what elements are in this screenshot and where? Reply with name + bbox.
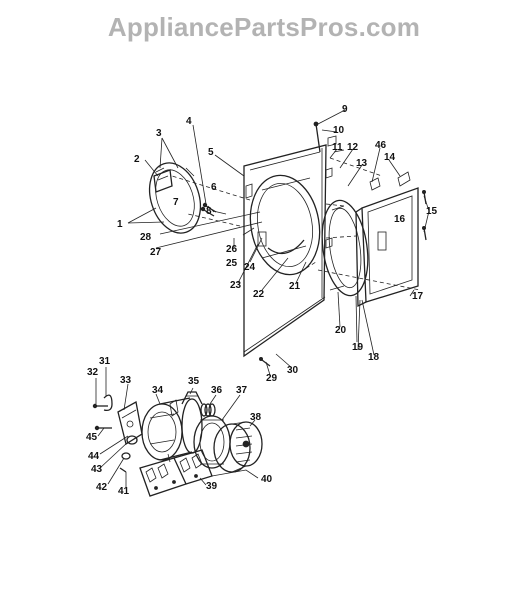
callout-20: 20 [335, 325, 347, 336]
callout-7: 7 [173, 197, 179, 208]
callout-19: 19 [352, 342, 364, 353]
coil-spring [200, 403, 216, 417]
callout-14: 14 [384, 152, 396, 163]
leader-lines-top [127, 109, 430, 376]
callout-8: 8 [206, 206, 212, 217]
callout-29: 29 [266, 373, 278, 384]
callout-38: 38 [250, 412, 262, 423]
motor-switch [139, 449, 213, 497]
base-screw [258, 356, 271, 367]
motor-screws [92, 403, 112, 431]
callout-21: 21 [289, 281, 301, 292]
callout-42: 42 [96, 482, 108, 493]
callout-27: 27 [150, 247, 162, 258]
leader-lines-bottom [95, 367, 259, 488]
callout-35: 35 [188, 376, 200, 387]
hinge-hardware [313, 121, 411, 191]
assembly-lines [171, 157, 421, 291]
callout-31: 31 [99, 356, 111, 367]
callout-40: 40 [261, 474, 273, 485]
watermark-text: AppliancePartsPros.com [107, 12, 421, 42]
callout-13: 13 [356, 158, 368, 169]
drum-seal-ring [148, 162, 202, 234]
callout-10: 10 [333, 125, 345, 136]
callout-3: 3 [156, 128, 162, 139]
callout-25: 25 [226, 258, 238, 269]
callout-32: 32 [87, 367, 99, 378]
felt-pad [153, 169, 173, 193]
callout-22: 22 [253, 289, 265, 300]
callout-2: 2 [134, 154, 140, 165]
callout-1: 1 [117, 219, 123, 230]
callout-16: 16 [394, 214, 406, 225]
callout-11: 11 [332, 142, 343, 153]
callout-5: 5 [208, 147, 214, 158]
callout-12: 12 [347, 142, 359, 153]
callout-37: 37 [236, 385, 248, 396]
callout-17: 17 [412, 291, 424, 302]
callout-34: 34 [152, 385, 164, 396]
clip [103, 394, 113, 412]
callout-24: 24 [244, 262, 256, 273]
callout-30: 30 [287, 365, 299, 376]
callout-6: 6 [211, 182, 217, 193]
callout-43: 43 [91, 464, 103, 475]
blower-wheel [213, 421, 263, 473]
callout-46: 46 [375, 140, 387, 151]
callout-9: 9 [342, 104, 348, 115]
callout-18: 18 [368, 352, 380, 363]
callout-44: 44 [88, 451, 100, 462]
callout-33: 33 [120, 375, 132, 386]
callout-39: 39 [206, 481, 218, 492]
callout-41: 41 [118, 486, 130, 497]
front-panel [243, 144, 333, 358]
callout-4: 4 [186, 116, 192, 127]
callout-23: 23 [230, 280, 242, 291]
idler-spring [181, 391, 203, 405]
door-ring [321, 199, 369, 297]
shaft-parts [119, 435, 138, 473]
callout-36: 36 [211, 385, 223, 396]
callout-26: 26 [226, 244, 238, 255]
motor-mount-bracket [117, 400, 143, 446]
callout-28: 28 [140, 232, 152, 243]
callout-15: 15 [426, 206, 438, 217]
door-panel [355, 187, 419, 351]
callout-45: 45 [86, 432, 98, 443]
